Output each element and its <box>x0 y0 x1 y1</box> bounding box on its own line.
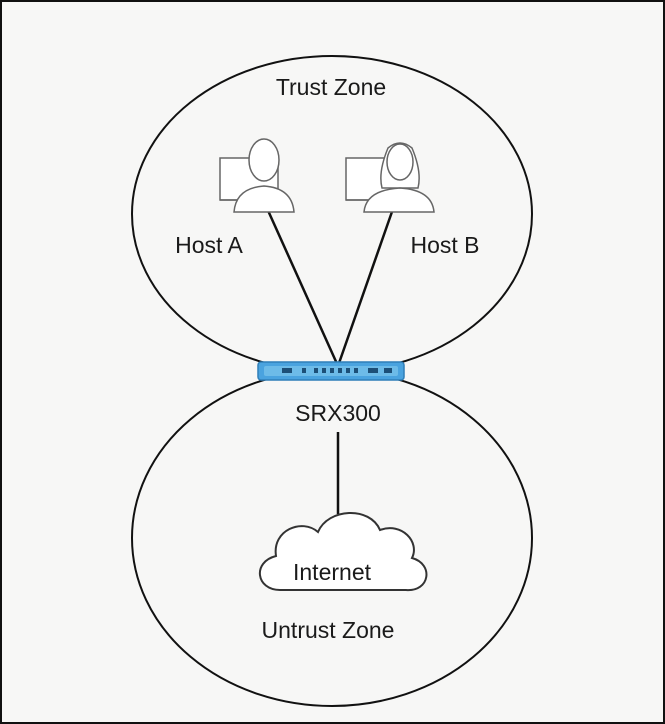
link-host-b-firewall <box>336 205 396 367</box>
male-user-computer-icon <box>219 138 295 213</box>
female-user-computer-icon <box>345 142 435 213</box>
link-host-a-firewall <box>264 205 340 367</box>
host-a-label: Host A <box>175 232 243 258</box>
internet-label: Internet <box>293 559 371 585</box>
cloud-icon <box>258 512 428 592</box>
firewall-label: SRX300 <box>295 400 381 426</box>
firewall-device-icon <box>257 361 405 381</box>
untrust-zone-label: Untrust Zone <box>261 617 395 643</box>
host-b-label: Host B <box>410 232 480 258</box>
trust-zone-label: Trust Zone <box>275 74 387 100</box>
trust-zone-ellipse <box>131 55 533 373</box>
